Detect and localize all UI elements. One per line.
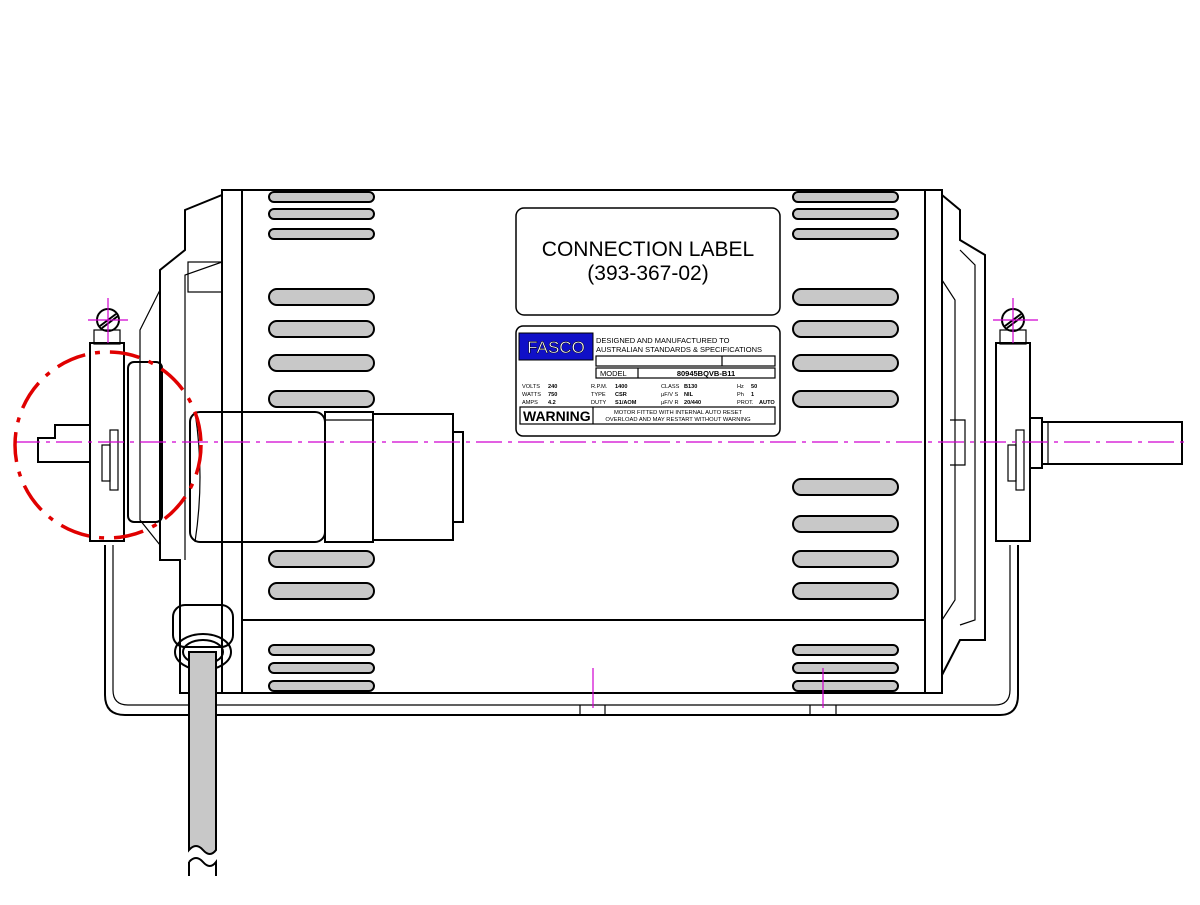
spec-rpm-label: R.P.M.	[591, 384, 608, 390]
vent-slot-right	[792, 228, 899, 240]
nameplate-tagline-2: AUSTRALIAN STANDARDS & SPECIFICATIONS	[596, 345, 762, 354]
spec-rpm-value: 1400	[615, 384, 627, 390]
warning-title: WARNING	[523, 408, 591, 424]
warning-line-2: OVERLOAD AND MAY RESTART WITHOUT WARNING	[605, 417, 751, 423]
brand-logo: FASCO	[527, 338, 585, 357]
model-label: MODEL	[600, 369, 627, 378]
vent-slot-left	[268, 662, 375, 674]
vent-slot-right	[792, 662, 899, 674]
vent-slot-left	[268, 354, 375, 372]
spec-ufvr-value: 20/440	[684, 400, 701, 406]
spec-ph-value: 1	[751, 392, 754, 398]
connection-label-title: CONNECTION LABEL	[542, 238, 754, 261]
left-shaft-stub	[37, 424, 90, 463]
vent-slot-left	[268, 320, 375, 338]
spec-ufvs-value: NIL	[684, 392, 694, 398]
model-value: 80945BQVB-B11	[677, 369, 735, 378]
vent-slot-left	[268, 644, 375, 656]
right-end-shield	[941, 194, 986, 676]
warning-line-1: MOTOR FITTED WITH INTERNAL AUTO RESET	[614, 410, 743, 416]
left-foot-bracket	[89, 308, 125, 542]
vent-slot-left	[268, 680, 375, 692]
vent-slot-right	[792, 191, 899, 203]
spec-amps-value: 4.2	[548, 400, 556, 406]
spec-ufvr-label: µF/V R	[661, 400, 679, 406]
vent-slot-right	[792, 515, 899, 533]
spec-watts-value: 750	[548, 392, 557, 398]
connection-label-part-number: (393-367-02)	[587, 262, 708, 285]
nameplate-tagline-1: DESIGNED AND MANUFACTURED TO	[596, 336, 730, 345]
left-end-shield	[127, 193, 223, 694]
mounting-base	[104, 545, 1019, 716]
vent-slots	[268, 191, 899, 692]
spec-prot-value: AUTO	[759, 400, 775, 406]
vent-slot-right	[792, 644, 899, 656]
vent-slot-right	[792, 288, 899, 306]
right-foot-bracket	[995, 308, 1031, 542]
spec-type-value: CSR	[615, 392, 627, 398]
vent-slot-right	[792, 320, 899, 338]
power-cable	[172, 604, 234, 876]
spec-amps-label: AMPS	[522, 400, 538, 406]
spec-ufvs-label: µF/V S	[661, 392, 678, 398]
spec-volts-value: 240	[548, 384, 557, 390]
spec-prot-label: PROT.	[737, 400, 754, 406]
vent-slot-left	[268, 582, 375, 600]
spec-class-value: B130	[684, 384, 697, 390]
connection-label: CONNECTION LABEL (393-367-02)	[515, 207, 781, 316]
spec-hz-value: 50	[751, 384, 757, 390]
vent-slot-right	[792, 478, 899, 496]
spec-type-label: TYPE	[591, 392, 606, 398]
vent-slot-left	[268, 228, 375, 240]
capacitor	[189, 411, 464, 543]
vent-slot-left	[268, 390, 375, 408]
vent-slot-right	[792, 680, 899, 692]
center-lines	[14, 298, 1188, 708]
vent-slot-left	[268, 191, 375, 203]
spec-watts-label: WATTS	[522, 392, 541, 398]
vent-slot-right	[792, 550, 899, 568]
vent-slot-left	[268, 550, 375, 568]
vent-slot-right	[792, 390, 899, 408]
detail-callout-circle	[13, 350, 203, 540]
spec-class-label: CLASS	[661, 384, 680, 390]
spec-ph-label: Ph	[737, 392, 744, 398]
vent-slot-left	[268, 208, 375, 220]
spec-duty-label: DUTY	[591, 400, 606, 406]
spec-duty-value: S1/AOM	[615, 400, 637, 406]
spec-hz-label: Hz	[737, 384, 744, 390]
vent-slot-right	[792, 582, 899, 600]
nameplate: FASCO DESIGNED AND MANUFACTURED TO AUSTR…	[515, 325, 781, 437]
vent-slot-right	[792, 208, 899, 220]
brand-logo-box	[518, 332, 594, 361]
output-shaft	[1029, 417, 1183, 469]
spec-volts-label: VOLTS	[522, 384, 540, 390]
vent-slot-right	[792, 354, 899, 372]
vent-slot-left	[268, 288, 375, 306]
